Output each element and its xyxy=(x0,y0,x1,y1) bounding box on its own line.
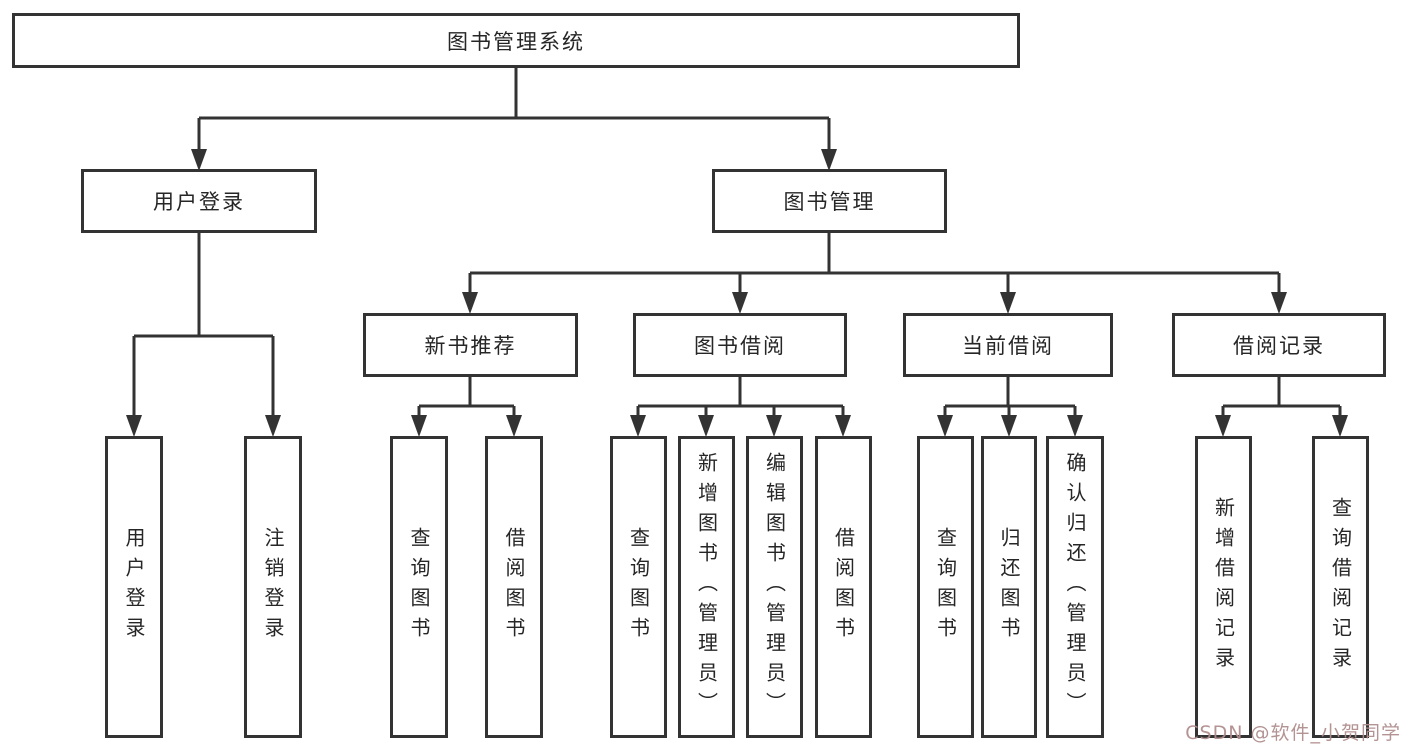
leaf-confirm-return-admin-label: 确认归还（管理员） xyxy=(1063,452,1087,722)
leaf-add-borrow-record-label: 新增借阅记录 xyxy=(1211,497,1236,677)
leaf-edit-book-admin: 编辑图书（管理员） xyxy=(746,436,803,738)
leaf-add-borrow-record: 新增借阅记录 xyxy=(1195,436,1252,738)
leaf-recommend-borrow-book-label: 借阅图书 xyxy=(502,527,526,647)
leaf-logout: 注销登录 xyxy=(244,436,302,738)
leaf-borrowing-borrow-book: 借阅图书 xyxy=(815,436,872,738)
node-library-system: 图书管理系统 xyxy=(12,13,1020,68)
leaf-return-book-label: 归还图书 xyxy=(997,527,1021,647)
leaf-user-login: 用户登录 xyxy=(105,436,163,738)
leaf-confirm-return-admin: 确认归还（管理员） xyxy=(1046,436,1104,738)
node-current-borrowing: 当前借阅 xyxy=(903,313,1113,377)
node-user-login-label: 用户登录 xyxy=(153,190,245,214)
leaf-current-query-book: 查询图书 xyxy=(917,436,974,738)
leaf-recommend-query-book: 查询图书 xyxy=(390,436,448,738)
leaf-borrowing-borrow-book-label: 借阅图书 xyxy=(831,527,856,647)
leaf-borrowing-query-book: 查询图书 xyxy=(610,436,667,738)
leaf-recommend-borrow-book: 借阅图书 xyxy=(485,436,543,738)
leaf-edit-book-admin-label: 编辑图书（管理员） xyxy=(762,452,787,722)
leaf-query-borrow-record-label: 查询借阅记录 xyxy=(1328,497,1353,677)
node-library-system-label: 图书管理系统 xyxy=(447,29,585,54)
leaf-query-borrow-record: 查询借阅记录 xyxy=(1312,436,1369,738)
leaf-logout-label: 注销登录 xyxy=(261,527,285,647)
node-new-book-recommend: 新书推荐 xyxy=(363,313,578,377)
node-new-book-recommend-label: 新书推荐 xyxy=(424,334,517,358)
node-borrow-records-label: 借阅记录 xyxy=(1233,334,1325,358)
node-user-login: 用户登录 xyxy=(81,169,317,233)
node-book-borrowing-label: 图书借阅 xyxy=(694,334,786,358)
leaf-return-book: 归还图书 xyxy=(981,436,1037,738)
watermark: CSDN @软件_小贺同学 xyxy=(1185,722,1401,744)
leaf-add-book-admin: 新增图书（管理员） xyxy=(678,436,735,738)
leaf-borrowing-query-book-label: 查询图书 xyxy=(626,527,651,647)
node-book-management: 图书管理 xyxy=(712,169,947,233)
node-book-management-label: 图书管理 xyxy=(783,190,876,214)
node-book-borrowing: 图书借阅 xyxy=(633,313,847,377)
node-current-borrowing-label: 当前借阅 xyxy=(962,334,1054,358)
leaf-add-book-admin-label: 新增图书（管理员） xyxy=(694,452,719,722)
leaf-recommend-query-book-label: 查询图书 xyxy=(407,527,431,647)
leaf-current-query-book-label: 查询图书 xyxy=(933,527,958,647)
node-borrow-records: 借阅记录 xyxy=(1172,313,1386,377)
leaf-user-login-label: 用户登录 xyxy=(122,527,146,647)
